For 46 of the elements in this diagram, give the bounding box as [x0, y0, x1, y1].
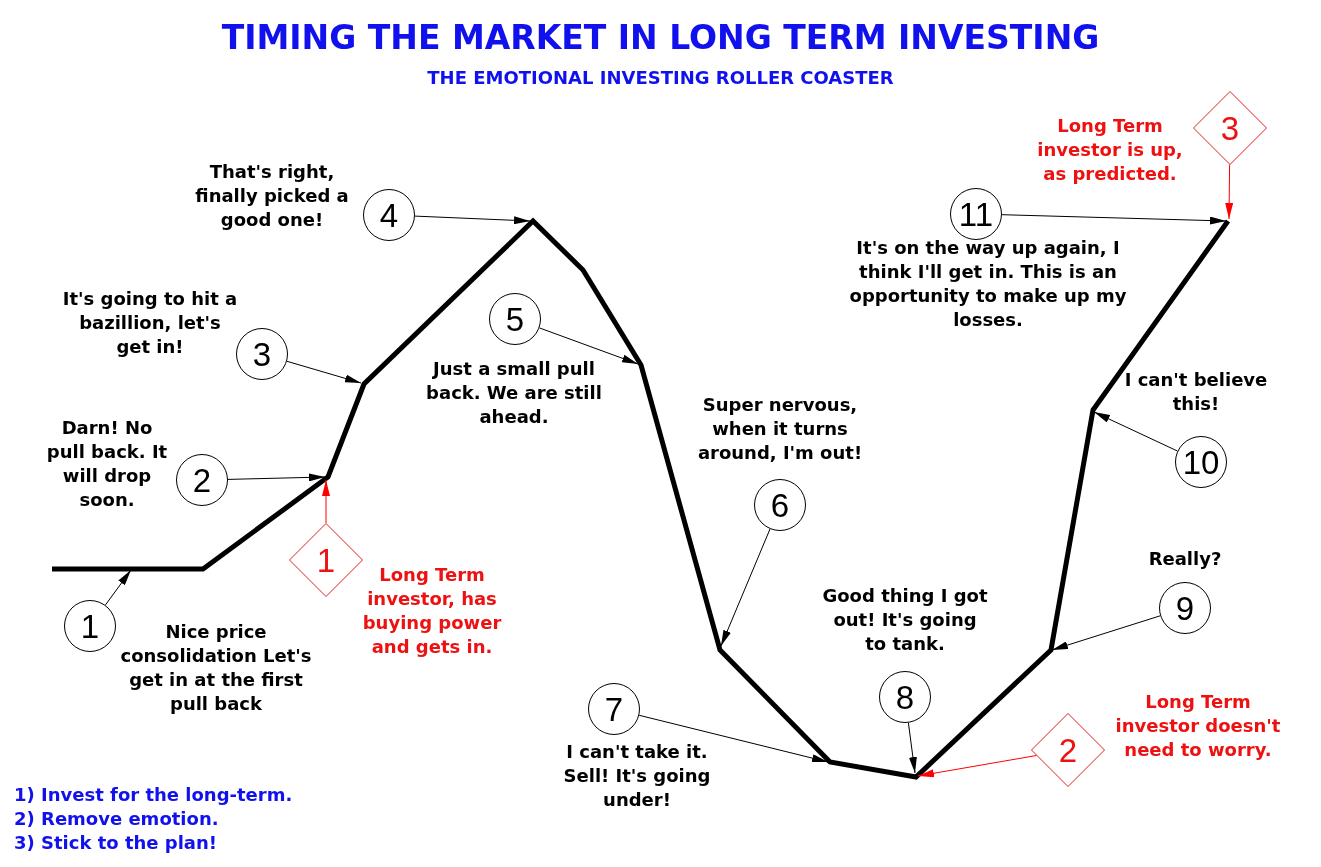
leader-line	[538, 327, 639, 365]
tip-text: 1) Invest for the long-term.	[14, 783, 293, 807]
callout-diamond: 2	[1031, 713, 1105, 787]
callout-diamond: 1	[289, 523, 363, 597]
callout-text: Long Term investor, has buying power and gets in.	[361, 563, 503, 659]
tip-text: 2) Remove emotion.	[14, 807, 219, 831]
callout-number: 5	[489, 293, 541, 345]
subtitle: THE EMOTIONAL INVESTING ROLLER COASTER	[426, 66, 895, 90]
callout-number: 9	[1159, 582, 1211, 634]
callout-number: 4	[363, 189, 415, 241]
leader-line	[638, 714, 829, 763]
leader-line	[720, 528, 771, 647]
callout-number: 11	[950, 188, 1002, 240]
callout-text: Long Term investor is up, as predicted.	[1036, 114, 1184, 186]
callout-text: Nice price consolidation Let's get in at the first pull back	[119, 620, 313, 716]
callout-text: Darn! No pull back. It will drop soon.	[45, 416, 169, 512]
callout-number: 1	[64, 600, 116, 652]
leader-line	[1093, 411, 1178, 452]
leader-line	[1225, 164, 1234, 220]
leader-line	[104, 569, 132, 606]
callout-number: 3	[236, 328, 288, 380]
callout-text: I can't take it. Sell! It's going under!	[562, 740, 712, 812]
callout-diamond: 3	[1193, 91, 1267, 165]
callout-number: 10	[1175, 436, 1227, 488]
leader-line	[917, 755, 1037, 778]
callout-text: It's going to hit a bazillion, let's get in!	[62, 287, 238, 359]
callout-text: Just a small pull back. We are still ahead.	[425, 357, 603, 429]
leader-line	[1051, 615, 1161, 651]
leader-line	[286, 360, 362, 384]
callout-number: 8	[879, 671, 931, 723]
leader-line	[907, 722, 917, 774]
leader-line	[322, 479, 330, 524]
callout-text: Good thing I got out! It's going to tank.	[821, 584, 989, 656]
callout-text: I can't believe this!	[1123, 368, 1269, 416]
leader-line	[1001, 214, 1227, 225]
callout-number: 6	[754, 479, 806, 531]
callout-text: Long Term investor doesn't need to worry.	[1114, 690, 1282, 762]
callout-text: That's right, finally picked a good one!	[194, 160, 350, 232]
callout-number: 7	[588, 683, 640, 735]
leader-line	[227, 473, 326, 482]
callout-text: Really?	[1147, 547, 1223, 571]
callout-text: Super nervous, when it turns around, I'm out!	[696, 393, 864, 465]
callout-number: 2	[176, 454, 228, 506]
title: TIMING THE MARKET IN LONG TERM INVESTING	[220, 17, 1101, 59]
tip-text: 3) Stick to the plan!	[14, 831, 218, 855]
leader-line	[414, 215, 531, 225]
